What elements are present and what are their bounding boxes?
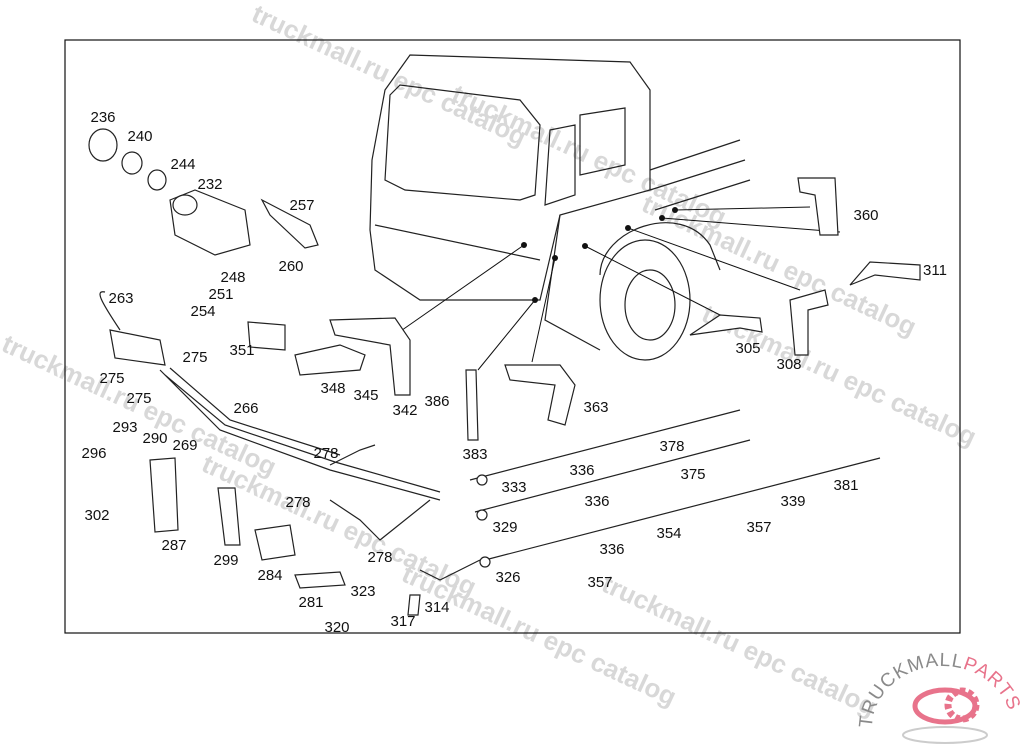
- part-label: 311: [923, 262, 947, 279]
- part-label: 275: [126, 390, 151, 407]
- part-label: 314: [424, 599, 449, 616]
- part-label: 326: [495, 569, 520, 586]
- part-label: 266: [233, 400, 258, 417]
- part-label: 378: [659, 438, 684, 455]
- part-label: 339: [780, 493, 805, 510]
- part-label: 263: [108, 290, 133, 307]
- part-label: 320: [324, 619, 349, 636]
- part-label: 260: [278, 258, 303, 275]
- part-label: 244: [170, 156, 195, 173]
- part-label: 284: [257, 567, 282, 584]
- part-label: 281: [298, 594, 323, 611]
- part-label: 323: [350, 583, 375, 600]
- truck-cab-illustration: [369, 54, 751, 361]
- watermark: truckmall.ru epc catalog: [247, 0, 531, 152]
- part-label: 257: [289, 197, 314, 214]
- part-label: 278: [367, 549, 392, 566]
- part-label: 290: [142, 430, 167, 447]
- part-label: 299: [213, 552, 238, 569]
- part-label: 354: [656, 525, 681, 542]
- part-label: 333: [501, 479, 526, 496]
- part-label: 302: [84, 507, 109, 524]
- part-label: 336: [584, 493, 609, 510]
- watermark: truckmall.ru epc catalog: [597, 568, 881, 722]
- part-label: 232: [197, 176, 222, 193]
- part-label: 348: [320, 380, 345, 397]
- part-label: 305: [735, 340, 760, 357]
- part-label: 336: [599, 541, 624, 558]
- parts-shapes: [88, 128, 921, 616]
- part-label: 357: [587, 574, 612, 591]
- part-label: 269: [172, 437, 197, 454]
- part-label: 293: [112, 419, 137, 436]
- part-label: 383: [462, 446, 487, 463]
- part-label: 296: [81, 445, 106, 462]
- leader-lines: [394, 206, 841, 371]
- part-label: 248: [220, 269, 245, 286]
- part-label: 278: [285, 494, 310, 511]
- gear-icon: [944, 687, 980, 723]
- part-label: 336: [569, 462, 594, 479]
- part-label: 381: [833, 477, 858, 494]
- part-label: 236: [90, 109, 115, 126]
- diagram-frame: [64, 39, 961, 634]
- part-labels: 236 240 244 232 257 260 248 251 254 263 …: [81, 109, 946, 636]
- part-label: 317: [390, 613, 415, 630]
- part-label: 308: [776, 356, 801, 373]
- part-label: 351: [229, 342, 254, 359]
- part-label: 275: [99, 370, 124, 387]
- logo-text-accent: PARTS: [961, 653, 1024, 713]
- part-label: 386: [424, 393, 449, 410]
- part-label: 329: [492, 519, 517, 536]
- part-label: 342: [392, 402, 417, 419]
- part-label: 278: [313, 445, 338, 462]
- part-label: 254: [190, 303, 215, 320]
- part-label: 375: [680, 466, 705, 483]
- part-label: 357: [746, 519, 771, 536]
- part-label: 363: [583, 399, 608, 416]
- part-label: 275: [182, 349, 207, 366]
- part-label: 345: [353, 387, 378, 404]
- part-label: 240: [127, 128, 152, 145]
- part-label: 287: [161, 537, 186, 554]
- part-label: 251: [208, 286, 233, 303]
- part-label: 360: [853, 207, 878, 224]
- truckmall-parts-logo: TRUCKMALLPARTS: [856, 650, 1024, 744]
